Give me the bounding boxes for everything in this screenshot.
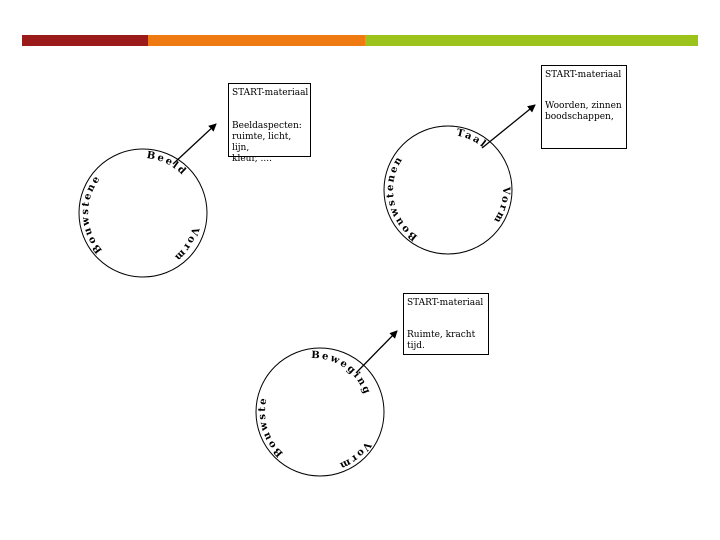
arrow-beweging — [355, 330, 398, 374]
box-header: START-materiaal — [407, 298, 484, 308]
arc-label-beweging-left: Bouwstenen — [0, 0, 286, 459]
header-band-green — [365, 35, 698, 46]
box-body: Beeldaspecten: ruimte, licht, lijn, kleu… — [232, 121, 302, 164]
circle-taal — [383, 125, 513, 255]
header-band-orange — [148, 35, 365, 46]
circle-beweging — [255, 347, 385, 477]
arrow-taal — [481, 104, 536, 149]
arrow-beeld — [172, 123, 217, 165]
arc-label-beweging-top: Beweging — [311, 350, 373, 397]
box-body: Ruimte, kracht tijd. — [407, 330, 476, 351]
box-header: START-materiaal — [232, 88, 309, 98]
box-body: Woorden, zinnen boodschappen, — [545, 101, 622, 122]
start-material-box-taal: START-materiaal Woorden, zinnen boodscha… — [541, 65, 627, 149]
start-material-box-beweging: START-materiaal Ruimte, kracht tijd. — [403, 293, 489, 355]
header-band-dark-red — [22, 35, 148, 46]
arc-label-beeld-right: Vorm — [171, 225, 201, 264]
box-header: START-materiaal — [545, 70, 622, 80]
arc-label-beeld-left: Bouwstenen — [0, 0, 105, 255]
start-material-box-beeld: START-materiaal Beeldaspecten: ruimte, l… — [228, 83, 311, 164]
circle-beeld — [78, 148, 208, 278]
arc-label-taal-left: Bouwstenen — [385, 154, 420, 243]
arc-label-taal-right: Vorm — [490, 186, 511, 226]
